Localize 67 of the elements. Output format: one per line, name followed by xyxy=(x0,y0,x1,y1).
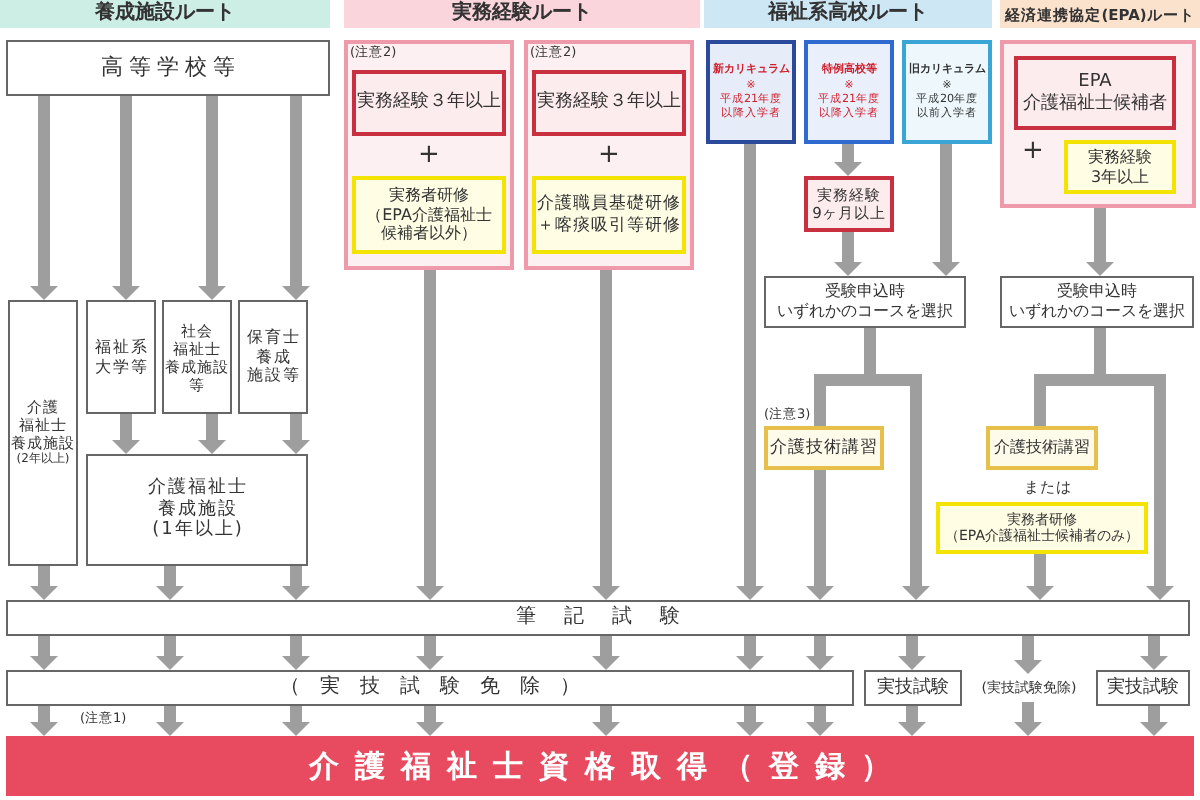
requirement-box: EPA介護福祉士候補者 xyxy=(1014,56,1176,130)
arrow xyxy=(282,96,310,300)
arrow xyxy=(156,566,184,600)
exam-box: 実技試験 xyxy=(864,670,962,706)
arrow xyxy=(1086,208,1114,276)
arrow xyxy=(198,414,226,454)
arrow xyxy=(834,144,862,176)
course-box: 介護技術講習 xyxy=(986,426,1098,470)
arrow xyxy=(30,566,58,600)
arrow xyxy=(156,706,184,736)
exam-box: 実技試験 xyxy=(1096,670,1190,706)
arrow xyxy=(30,636,58,670)
route-group-box xyxy=(1000,40,1196,208)
process-box: 受験申込時いずれかのコースを選択 xyxy=(764,276,966,328)
arrow xyxy=(806,636,834,670)
exam-box: 筆記試験 xyxy=(6,600,1190,636)
plus-sign: + xyxy=(1022,138,1044,167)
arrow xyxy=(806,706,834,736)
arrow xyxy=(416,706,444,736)
arrow xyxy=(30,706,58,736)
requirement-box: 実務経験３年以上 xyxy=(532,70,686,136)
training-box: 実務者研修（EPA介護福祉士候補者以外） xyxy=(352,176,506,254)
arrow xyxy=(112,414,140,454)
process-box: 介護福祉士養成施設 (1年以上) xyxy=(86,454,308,566)
arrow xyxy=(112,96,140,300)
route-header: 養成施設ルート xyxy=(0,0,330,28)
arrow xyxy=(282,636,310,670)
arrow xyxy=(592,706,620,736)
route-group-box xyxy=(344,40,514,270)
arrow xyxy=(592,636,620,670)
arrow xyxy=(1014,702,1042,736)
arrow xyxy=(156,636,184,670)
plus-sign: + xyxy=(418,142,440,171)
arrow xyxy=(736,144,764,600)
training-box: 介護職員基礎研修＋喀痰吸引等研修 xyxy=(532,176,686,254)
arrow xyxy=(1140,636,1168,670)
result-banner: 介護福祉士資格取得（登録） xyxy=(6,736,1194,796)
arrow xyxy=(592,270,620,600)
arrow xyxy=(898,636,926,670)
arrow xyxy=(282,706,310,736)
arrow xyxy=(806,470,834,600)
process-box: 保育士養成施設等 xyxy=(238,300,308,414)
arrow xyxy=(736,706,764,736)
arrow xyxy=(30,96,58,300)
arrow xyxy=(1140,706,1168,736)
arrow xyxy=(736,636,764,670)
arrow xyxy=(416,270,444,600)
route-group-box xyxy=(524,40,694,270)
arrow xyxy=(1026,554,1054,600)
arrow xyxy=(416,636,444,670)
process-box: 高等学校等 xyxy=(6,40,330,96)
course-box: 介護技術講習 xyxy=(764,426,884,470)
exam-box: （実技試験免除） xyxy=(6,670,854,706)
route-header: 福祉系高校ルート xyxy=(704,0,992,28)
arrow xyxy=(198,96,226,300)
arrow xyxy=(1014,636,1042,674)
route-header: 実務経験ルート xyxy=(344,0,700,28)
process-box: 福祉系大学等 xyxy=(86,300,156,414)
arrow xyxy=(898,706,926,736)
requirement-box: 実務経験3年以上 xyxy=(1064,140,1176,194)
plus-sign: + xyxy=(598,142,620,171)
arrow xyxy=(282,414,310,454)
arrow xyxy=(932,144,960,276)
arrow xyxy=(282,566,310,600)
requirement-box: 実務経験３年以上 xyxy=(352,70,506,136)
arrow xyxy=(834,232,862,276)
process-box: 受験申込時いずれかのコースを選択 xyxy=(1000,276,1194,328)
